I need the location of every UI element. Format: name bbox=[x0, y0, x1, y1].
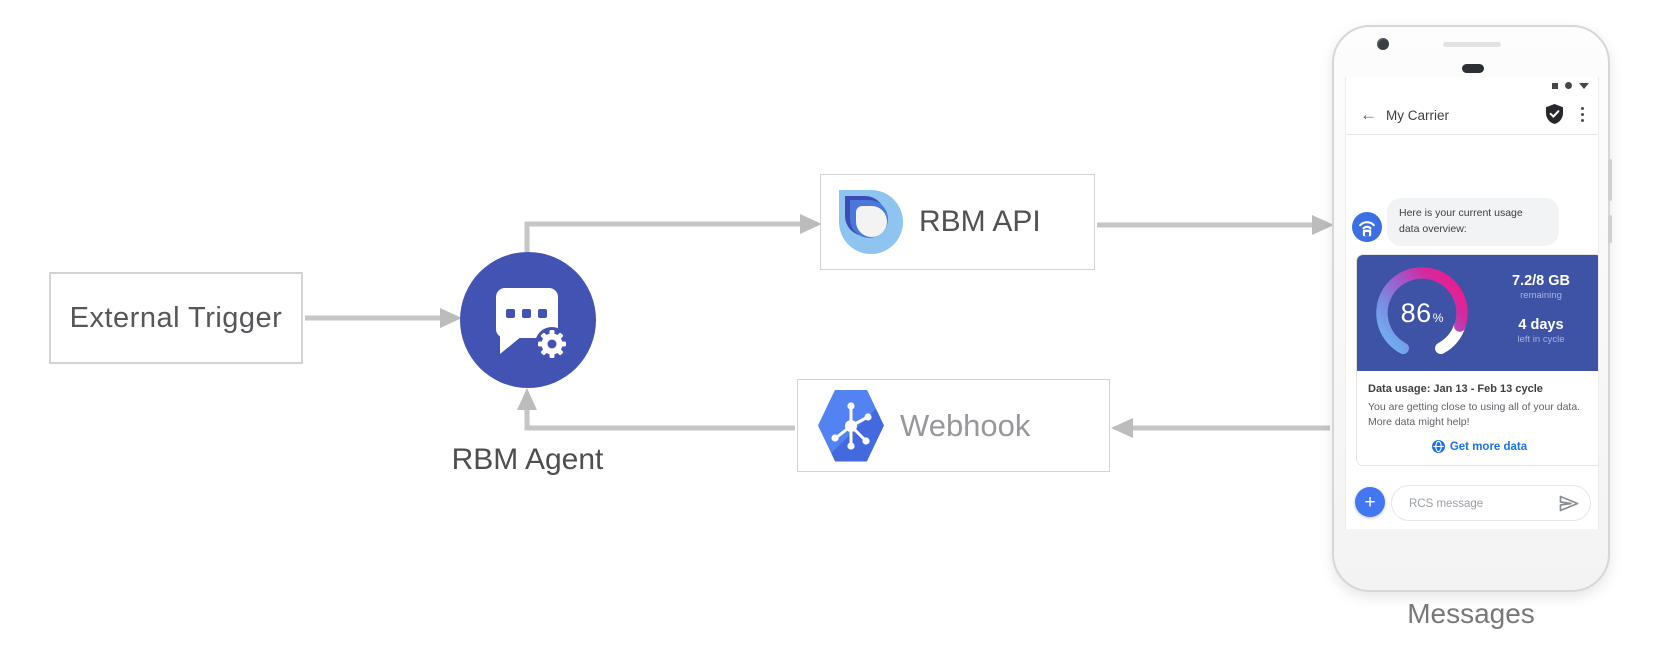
plus-icon: + bbox=[1364, 491, 1376, 513]
webhook-node: Webhook bbox=[797, 379, 1110, 472]
get-more-data-label: Get more data bbox=[1449, 440, 1528, 453]
compose-bar: + bbox=[1346, 485, 1598, 525]
rbm-api-label: RBM API bbox=[919, 205, 1041, 238]
usage-percent-sign: % bbox=[1432, 311, 1444, 325]
status-bar bbox=[1552, 82, 1589, 89]
arrow-webhook-to-agent bbox=[524, 408, 795, 431]
arrowhead-agent-to-api bbox=[800, 214, 822, 234]
days-left-label: left in cycle bbox=[1517, 334, 1565, 345]
phone-screen: ← My Carrier bbox=[1345, 77, 1599, 529]
chat-gear-icon bbox=[496, 288, 569, 361]
webhook-hexagon-icon bbox=[818, 389, 884, 462]
status-triangle-icon bbox=[1579, 82, 1589, 89]
status-square-icon bbox=[1552, 82, 1558, 89]
rbm-api-node: RBM API bbox=[820, 174, 1095, 270]
add-attachment-button[interactable]: + bbox=[1355, 487, 1385, 517]
external-trigger-label: External Trigger bbox=[69, 301, 283, 334]
send-icon[interactable] bbox=[1559, 495, 1579, 512]
chat-area: Here is your current usage data overview… bbox=[1346, 135, 1598, 529]
usage-card-body-line2: More data might help! bbox=[1368, 416, 1470, 429]
overflow-menu-icon[interactable] bbox=[1581, 107, 1584, 122]
rbm-api-logo-icon bbox=[839, 190, 903, 254]
rcs-message-input[interactable] bbox=[1407, 491, 1541, 517]
antenna-icon bbox=[1359, 221, 1375, 237]
bubble-text-line1: Here is your current usage bbox=[1399, 207, 1523, 219]
speaker-slot bbox=[1443, 42, 1501, 47]
earpiece bbox=[1462, 64, 1484, 73]
usage-card-hero: 86% 7.2/8 GB remaining 4 days left in cy… bbox=[1357, 255, 1598, 371]
arrow-agent-to-api bbox=[524, 221, 800, 252]
usage-card-title: Data usage: Jan 13 - Feb 13 cycle bbox=[1368, 383, 1543, 395]
messages-caption: Messages bbox=[1407, 598, 1535, 629]
front-camera bbox=[1377, 38, 1389, 50]
phone-mockup: ← My Carrier bbox=[1332, 25, 1612, 592]
usage-card-body: Data usage: Jan 13 - Feb 13 cycle You ar… bbox=[1357, 371, 1598, 466]
globe-icon bbox=[1431, 440, 1445, 454]
usage-rich-card: 86% 7.2/8 GB remaining 4 days left in cy… bbox=[1356, 254, 1598, 467]
usage-gauge: 86% bbox=[1371, 262, 1473, 364]
arrowhead-trigger-to-agent bbox=[440, 308, 462, 328]
days-left-value: 4 days bbox=[1518, 317, 1564, 333]
rbm-agent-label: RBM Agent bbox=[451, 443, 604, 476]
bubble-text-line2: data overview: bbox=[1399, 222, 1467, 235]
get-more-data-button[interactable]: Get more data bbox=[1368, 440, 1591, 454]
incoming-message-bubble: Here is your current usage data overview… bbox=[1387, 198, 1559, 246]
arrowhead-api-to-phone bbox=[1312, 215, 1334, 235]
webhook-label: Webhook bbox=[900, 407, 1031, 443]
volume-button[interactable] bbox=[1608, 215, 1612, 243]
power-button[interactable] bbox=[1608, 159, 1612, 201]
arrowhead-webhook-to-agent bbox=[517, 388, 537, 410]
status-circle-icon bbox=[1565, 82, 1572, 89]
verified-shield-icon bbox=[1546, 104, 1563, 124]
app-bar: ← My Carrier bbox=[1346, 97, 1598, 135]
message-input-pill bbox=[1391, 485, 1591, 521]
usage-percent: 86 bbox=[1400, 297, 1432, 328]
back-icon[interactable]: ← bbox=[1360, 105, 1377, 124]
data-remaining-value: 7.2/8 GB bbox=[1511, 273, 1571, 289]
external-trigger-node: External Trigger bbox=[49, 272, 303, 364]
agent-avatar bbox=[1352, 212, 1382, 242]
rbm-agent-node bbox=[460, 252, 596, 388]
conversation-title: My Carrier bbox=[1386, 108, 1449, 123]
usage-card-body-line1: You are getting close to using all of yo… bbox=[1368, 401, 1581, 413]
arrowhead-phone-to-webhook bbox=[1111, 418, 1133, 438]
data-remaining-label: remaining bbox=[1520, 290, 1562, 301]
